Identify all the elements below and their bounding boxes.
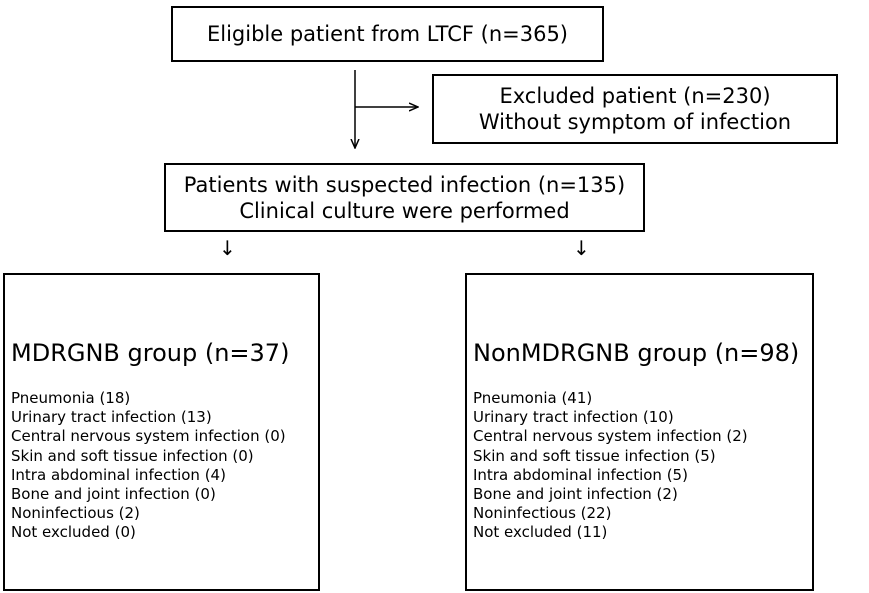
list-item: Urinary tract infection (13) (11, 408, 212, 427)
list-item: Skin and soft tissue infection (0) (11, 446, 254, 465)
excluded-box: Excluded patient (n=230) Without symptom… (432, 74, 838, 144)
excluded-line-2: Without symptom of infection (478, 110, 792, 134)
suspected-line-2: Clinical culture were performed (239, 198, 570, 223)
mdrgnb-group-title: MDRGNB group (n=37) (11, 339, 290, 367)
left-down-arrow-icon: ↓ (219, 236, 236, 260)
list-item: Intra abdominal infection (5) (473, 465, 688, 484)
list-item: Central nervous system infection (0) (11, 427, 286, 446)
right-down-arrow-icon: ↓ (573, 236, 590, 260)
list-item: Central nervous system infection (2) (473, 427, 748, 446)
list-item: Pneumonia (18) (11, 389, 131, 407)
list-item: Not excluded (11) (473, 523, 608, 542)
list-item: Bone and joint infection (2) (473, 485, 678, 504)
list-item: Pneumonia (41) (473, 389, 593, 407)
list-item: Urinary tract infection (10) (473, 408, 674, 427)
list-item: Noninfectious (2) (11, 504, 140, 523)
excluded-line-1: Excluded patient (n=230) (499, 84, 771, 108)
eligible-label: Eligible patient from LTCF (n=365) (206, 22, 568, 46)
eligible-box: Eligible patient from LTCF (n=365) (171, 6, 604, 62)
nonmdrgnb-items: Pneumonia (41) Urinary tract infection (… (473, 389, 748, 543)
suspected-box: Patients with suspected infection (n=135… (164, 163, 645, 232)
list-item: Noninfectious (22) (473, 504, 612, 523)
nonmdrgnb-group-box: NonMDRGNB group (n=98) Pneumonia (41) Ur… (465, 273, 814, 591)
suspected-line-1: Patients with suspected infection (n=135… (183, 172, 626, 197)
list-item: Bone and joint infection (0) (11, 485, 216, 504)
list-item: Intra abdominal infection (4) (11, 465, 226, 484)
nonmdrgnb-group-title: NonMDRGNB group (n=98) (473, 339, 800, 367)
mdrgnb-group-box: MDRGNB group (n=37) Pneumonia (18) Urina… (3, 273, 320, 591)
list-item: Skin and soft tissue infection (5) (473, 446, 716, 465)
mdrgnb-items: Pneumonia (18) Urinary tract infection (… (11, 389, 286, 543)
list-item: Not excluded (0) (11, 523, 136, 542)
